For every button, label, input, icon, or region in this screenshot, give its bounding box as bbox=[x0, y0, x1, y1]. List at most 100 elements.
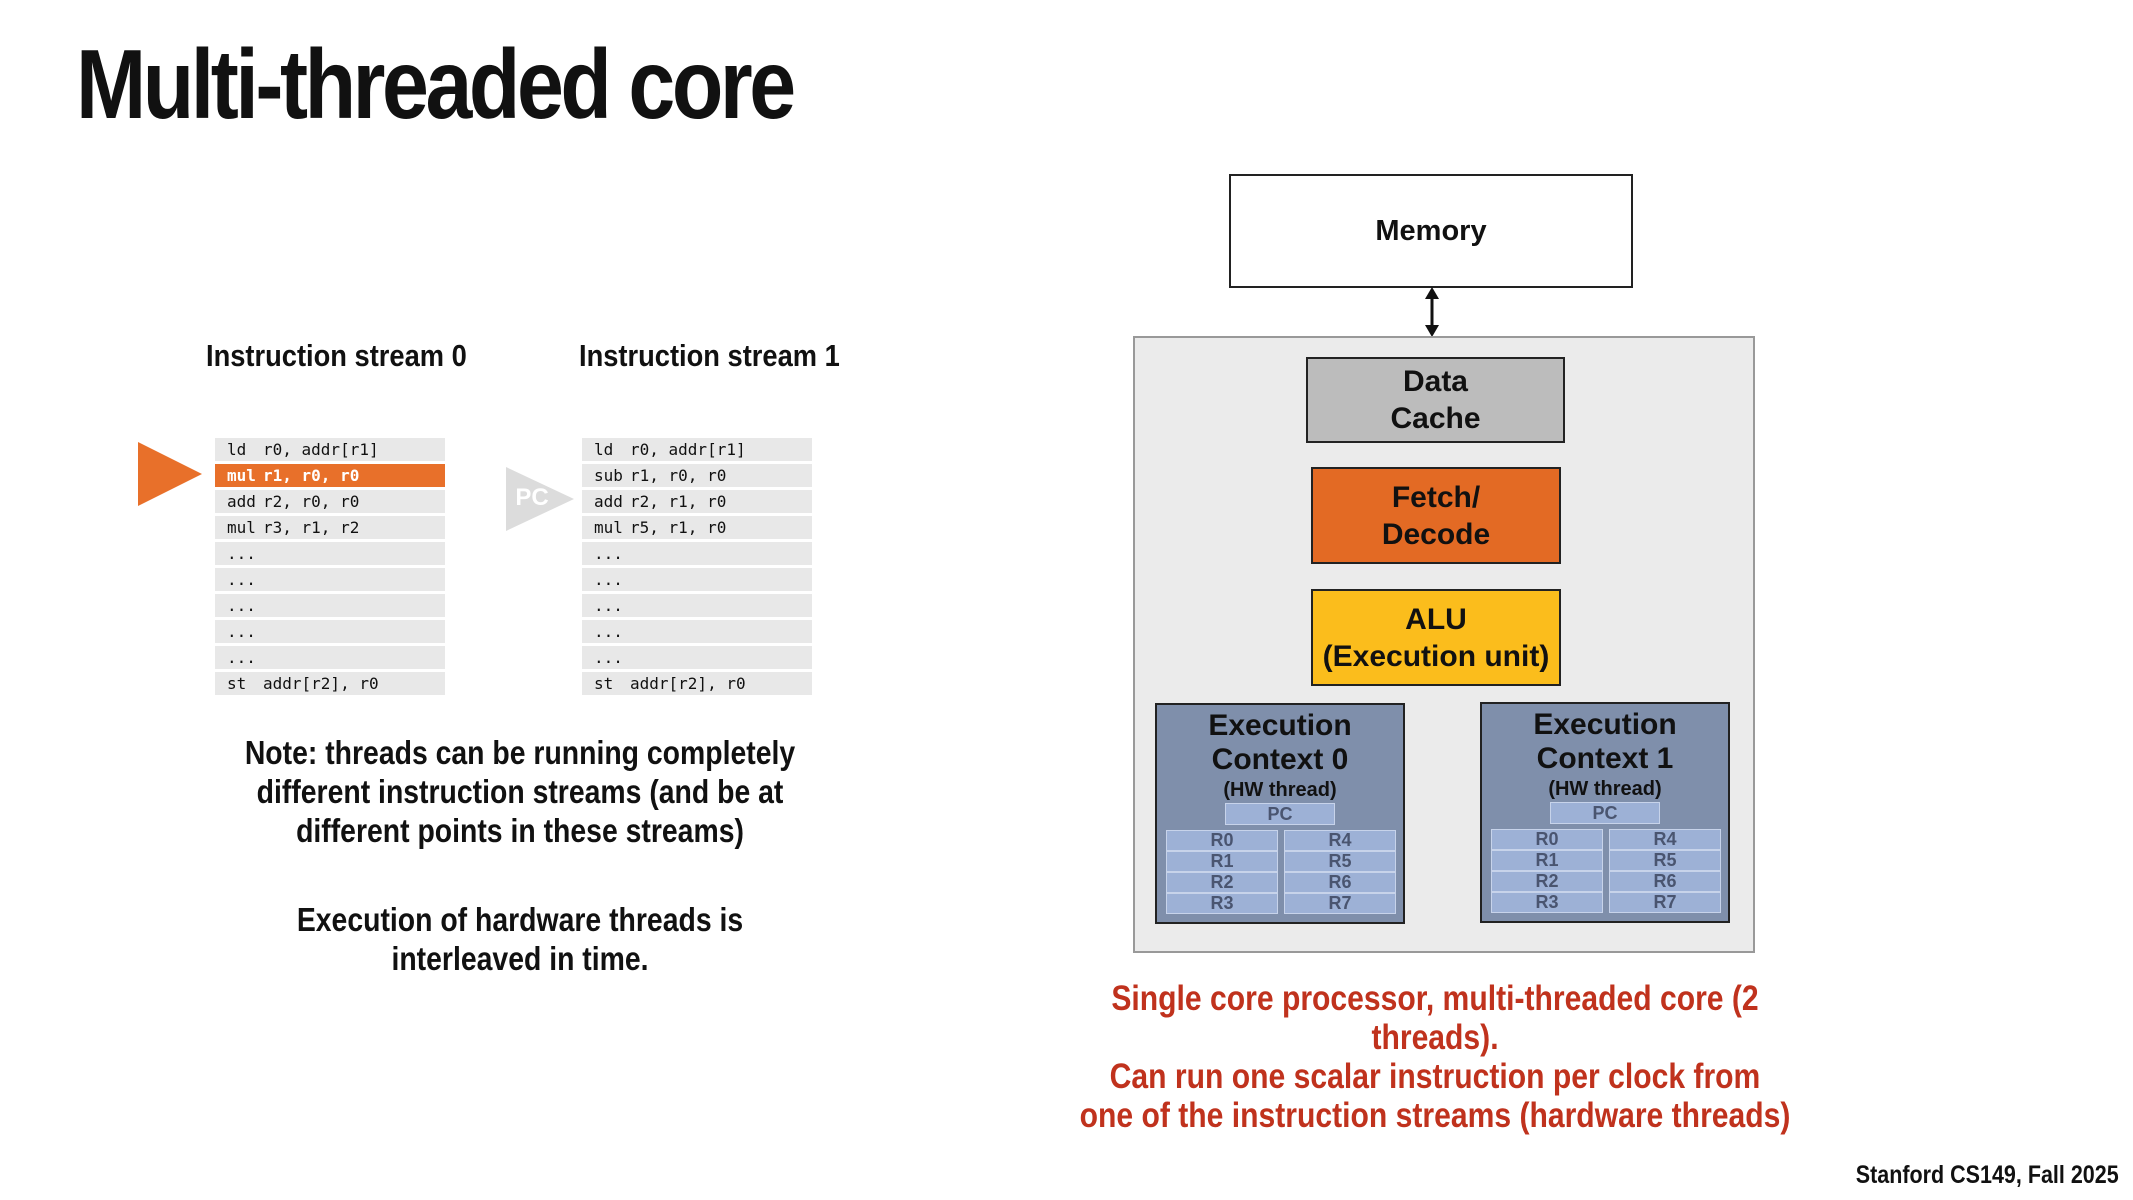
stream-1-heading: Instruction stream 1 bbox=[579, 338, 840, 373]
code-args: r2, r0, r0 bbox=[263, 492, 360, 511]
note-line: interleaved in time. bbox=[391, 940, 649, 977]
code-op: ... bbox=[594, 596, 623, 615]
code-row: mul r3, r1, r2 bbox=[215, 516, 445, 539]
data-cache-label: Data bbox=[1402, 365, 1468, 398]
code-op: ... bbox=[594, 648, 623, 667]
code-row: ... bbox=[582, 646, 812, 669]
code-op: ... bbox=[227, 622, 256, 641]
code-args: addr[r2], r0 bbox=[263, 674, 379, 693]
context-title-line: Execution bbox=[1533, 708, 1677, 741]
code-op: ... bbox=[227, 648, 256, 667]
code-row: mul r5, r1, r0 bbox=[582, 516, 812, 539]
code-args bbox=[263, 646, 445, 669]
code-args bbox=[630, 594, 812, 617]
caption-line: one of the instruction streams (hardware… bbox=[1079, 1096, 1791, 1135]
code-op: st bbox=[594, 674, 614, 693]
code-op: mul bbox=[227, 518, 256, 537]
code-op: sub bbox=[594, 466, 623, 485]
code-row: ... bbox=[215, 542, 445, 565]
diagram-caption: Single core processor, multi-threaded co… bbox=[1061, 979, 1809, 1135]
caption-line: Single core processor, multi-threaded co… bbox=[1111, 979, 1759, 1057]
code-args bbox=[263, 594, 445, 617]
code-row: ... bbox=[582, 568, 812, 591]
memory-block: Memory bbox=[1229, 174, 1633, 288]
execution-context-0: Execution Context 0 (HW thread) PC R0 R1… bbox=[1155, 703, 1405, 924]
code-op: ... bbox=[594, 544, 623, 563]
register: R4 bbox=[1609, 829, 1721, 850]
code-op: ... bbox=[227, 544, 256, 563]
alu-block: ALU (Execution unit) bbox=[1311, 589, 1561, 686]
code-args: r1, r0, r0 bbox=[263, 466, 360, 485]
note-line: Execution of hardware threads is bbox=[296, 901, 744, 938]
pc-register: PC bbox=[1225, 803, 1335, 825]
context-title-line: Context 1 bbox=[1536, 742, 1674, 775]
note-line: different points in these streams) bbox=[296, 812, 744, 849]
code-args: r3, r1, r2 bbox=[263, 518, 360, 537]
register: R0 bbox=[1491, 829, 1603, 850]
note-line: Note: threads can be running completely bbox=[244, 734, 796, 771]
code-args bbox=[630, 542, 812, 565]
active-pc-arrow-icon bbox=[138, 442, 202, 506]
inactive-pc-arrow-icon bbox=[506, 467, 574, 531]
code-row: ... bbox=[215, 568, 445, 591]
context-title-line: Execution bbox=[1208, 709, 1352, 742]
register: R7 bbox=[1284, 893, 1396, 914]
slide-title: Multi-threaded core bbox=[76, 29, 796, 139]
inactive-pc-label: PC bbox=[515, 484, 549, 511]
code-op: mul bbox=[594, 518, 623, 537]
code-args bbox=[630, 646, 812, 669]
code-args: addr[r2], r0 bbox=[630, 674, 746, 693]
code-row: st addr[r2], r0 bbox=[582, 672, 812, 695]
register: R2 bbox=[1166, 872, 1278, 893]
note-line: different instruction streams (and be at bbox=[256, 773, 784, 810]
code-row: ... bbox=[215, 646, 445, 669]
register: R4 bbox=[1284, 830, 1396, 851]
alu-label: (Execution unit) bbox=[1322, 639, 1550, 673]
code-row: ... bbox=[582, 594, 812, 617]
context-title: Execution Context 0 bbox=[1157, 709, 1403, 777]
code-row: ... bbox=[215, 620, 445, 643]
context-subtitle: (HW thread) bbox=[1548, 778, 1662, 800]
register: R3 bbox=[1491, 892, 1603, 913]
code-args bbox=[263, 542, 445, 565]
stream-0-heading: Instruction stream 0 bbox=[206, 338, 467, 373]
data-cache-block: Data Cache bbox=[1306, 357, 1565, 443]
code-row: ... bbox=[582, 542, 812, 565]
alu-label: ALU bbox=[1405, 602, 1467, 636]
register: R1 bbox=[1491, 850, 1603, 871]
register: R6 bbox=[1284, 872, 1396, 893]
fetch-decode-block: Fetch/ Decode bbox=[1311, 467, 1561, 564]
code-args bbox=[263, 620, 445, 643]
pc-register: PC bbox=[1550, 802, 1660, 824]
register: R5 bbox=[1609, 850, 1721, 871]
code-op: ... bbox=[594, 570, 623, 589]
code-op: add bbox=[227, 492, 256, 511]
code-row: ld r0, addr[r1] bbox=[215, 438, 445, 461]
register: R3 bbox=[1166, 893, 1278, 914]
code-op: ld bbox=[227, 440, 247, 459]
context-subtitle: (HW thread) bbox=[1223, 779, 1337, 801]
code-args bbox=[263, 568, 445, 591]
register-column-left: R0 R1 R2 R3 bbox=[1491, 829, 1603, 913]
data-cache-label: Cache bbox=[1390, 402, 1481, 435]
register: R1 bbox=[1166, 851, 1278, 872]
fetch-decode-label: Decode bbox=[1381, 517, 1491, 551]
register: R6 bbox=[1609, 871, 1721, 892]
register: R2 bbox=[1491, 871, 1603, 892]
memory-link-arrow-icon bbox=[1425, 287, 1439, 337]
code-args: r0, addr[r1] bbox=[630, 440, 746, 459]
register: R5 bbox=[1284, 851, 1396, 872]
code-args bbox=[630, 620, 812, 643]
code-args: r5, r1, r0 bbox=[630, 518, 727, 537]
caption-line: Can run one scalar instruction per clock… bbox=[1109, 1057, 1761, 1096]
code-args: r0, addr[r1] bbox=[263, 440, 379, 459]
code-op: ... bbox=[227, 596, 256, 615]
register-column-right: R4 R5 R6 R7 bbox=[1284, 830, 1396, 914]
code-row: ... bbox=[582, 620, 812, 643]
